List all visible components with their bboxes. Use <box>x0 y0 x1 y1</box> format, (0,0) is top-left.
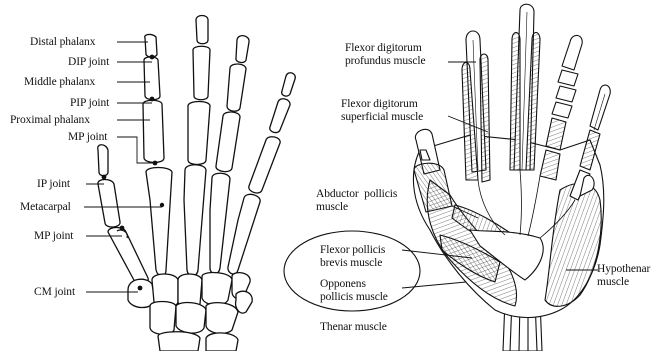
label-fdp-line2: profundus muscle <box>345 55 425 68</box>
label-hypothenar-line2: muscle <box>597 276 650 289</box>
label-fdp-line1: Flexor digitorum <box>345 42 425 55</box>
middle-finger-bones <box>184 16 210 277</box>
label-fpb-line2: brevis muscle <box>320 257 385 270</box>
hand-skeleton <box>98 16 296 351</box>
label-flexor-digitorum-profundus: Flexor digitorum profundus muscle <box>345 42 425 68</box>
label-fpb-line1: Flexor pollicis <box>320 244 385 257</box>
label-op-line2: pollicis muscle <box>320 291 388 304</box>
label-thenar-muscle: Thenar muscle <box>320 321 387 333</box>
label-middle-phalanx: Middle phalanx <box>24 76 95 88</box>
label-ip-joint: IP joint <box>37 178 70 190</box>
label-op-line1: Opponens <box>320 278 388 291</box>
middle-finger-tendons <box>510 4 540 170</box>
label-apl-line1: Abductor pollicis <box>316 188 397 201</box>
little-finger-tendons <box>570 85 610 200</box>
radius-ulna <box>158 332 238 351</box>
label-distal-phalanx: Distal phalanx <box>30 36 95 48</box>
index-finger-tendons <box>462 31 490 182</box>
label-hypothenar-line1: Hypothenar <box>597 263 650 276</box>
index-finger-bones <box>143 34 172 276</box>
label-apl-line2: muscle <box>316 201 397 214</box>
thumb-bones <box>98 145 148 285</box>
label-metacarpal: Metacarpal <box>20 201 71 213</box>
label-cm-joint: CM joint <box>34 286 75 298</box>
label-abductor-pollicis: Abductor pollicis muscle <box>316 188 397 214</box>
label-proximal-phalanx: Proximal phalanx <box>10 114 90 126</box>
label-flexor-digitorum-superficial: Flexor digitorum superficial muscle <box>341 98 423 124</box>
label-fds-line2: superficial muscle <box>341 111 423 124</box>
label-fds-line1: Flexor digitorum <box>341 98 423 111</box>
hand-muscles <box>413 4 610 351</box>
label-pip-joint: PIP joint <box>70 97 109 109</box>
label-hypothenar: Hypothenar muscle <box>597 263 650 289</box>
carpal-bones <box>128 273 252 335</box>
label-flexor-pollicis-brevis: Flexor pollicis brevis muscle <box>320 244 385 270</box>
label-mp-joint-thumb: MP joint <box>34 230 73 242</box>
label-opponens-pollicis: Opponens pollicis muscle <box>320 278 388 304</box>
label-mp-joint-finger: MP joint <box>68 131 107 143</box>
label-dip-joint: DIP joint <box>68 56 109 68</box>
